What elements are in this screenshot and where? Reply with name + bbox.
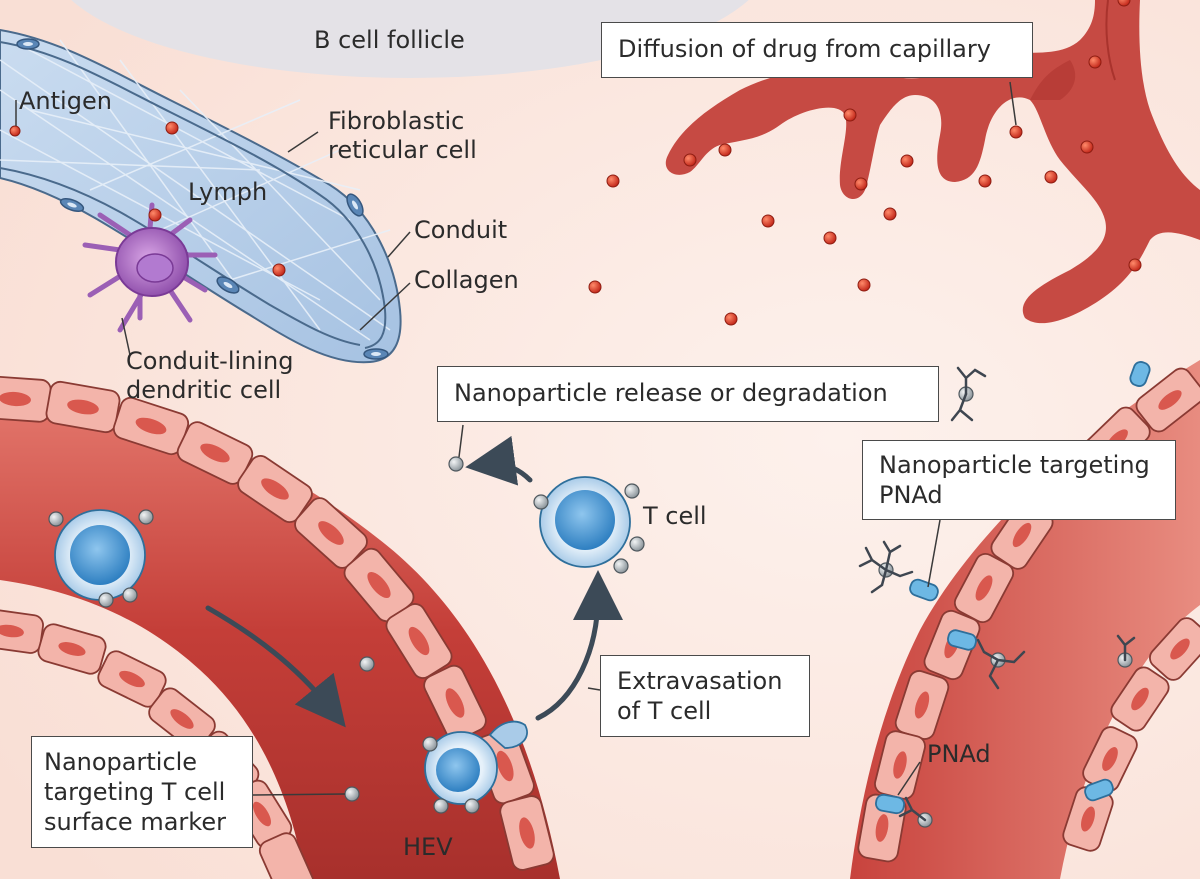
extravasation-arrow xyxy=(535,570,623,721)
t-cell-in-vessel xyxy=(54,509,146,601)
antigen-label: Antigen xyxy=(19,87,112,115)
dendritic-cell-line-2: dendritic cell xyxy=(126,376,282,404)
extravasation-callout: Extravasation of T cell xyxy=(600,655,810,737)
targeting-t-cell-line-2: targeting T cell xyxy=(44,778,226,806)
extravasating-t-cell xyxy=(424,720,528,805)
dendritic-cell-line-1: Conduit-lining xyxy=(126,347,294,375)
leader-lines xyxy=(15,81,1017,796)
hev-label: HEV xyxy=(403,833,453,861)
dendritic-cell-label: Conduit-lining dendritic cell xyxy=(126,347,294,405)
b-cell-follicle xyxy=(71,0,749,78)
fibroblastic-reticular-cell-label: Fibroblastic reticular cell xyxy=(328,107,477,165)
targeting-ligands xyxy=(858,366,1136,822)
targeting-pnad-line-2: PNAd xyxy=(879,481,943,509)
nanoparticle-release-callout: Nanoparticle release or degradation xyxy=(437,366,939,422)
nanoparticles xyxy=(48,386,1133,828)
targeting-t-cell-line-3: surface marker xyxy=(44,808,226,836)
t-cell-label: T cell xyxy=(643,502,707,530)
diffusion-callout: Diffusion of drug from capillary xyxy=(601,22,1033,78)
pnad-label: PNAd xyxy=(927,740,991,768)
flow-arrow xyxy=(205,605,346,728)
t-cell xyxy=(539,476,631,568)
release-arrow xyxy=(465,435,533,486)
targeting-t-cell-callout: Nanoparticle targeting T cell surface ma… xyxy=(31,736,253,848)
drug-particles xyxy=(9,0,1142,326)
conduit-label: Conduit xyxy=(414,216,508,244)
lymph-label: Lymph xyxy=(188,178,268,206)
lymphatic-conduit xyxy=(0,28,402,364)
extravasation-line-2: of T cell xyxy=(617,697,712,725)
collagen-label: Collagen xyxy=(414,266,519,294)
extravasation-line-1: Extravasation xyxy=(617,667,783,695)
b-cell-follicle-label: B cell follicle xyxy=(314,26,465,54)
capillary xyxy=(665,0,1200,324)
targeting-pnad-line-1: Nanoparticle targeting xyxy=(879,451,1150,479)
targeting-pnad-callout: Nanoparticle targeting PNAd xyxy=(862,440,1176,520)
fibroblastic-reticular-cell-line-1: Fibroblastic xyxy=(328,107,465,135)
dendritic-cell xyxy=(82,202,218,333)
targeting-t-cell-line-1: Nanoparticle xyxy=(44,748,198,776)
fibroblastic-reticular-cell-line-2: reticular cell xyxy=(328,136,477,164)
pnad-receptors xyxy=(875,361,1151,815)
